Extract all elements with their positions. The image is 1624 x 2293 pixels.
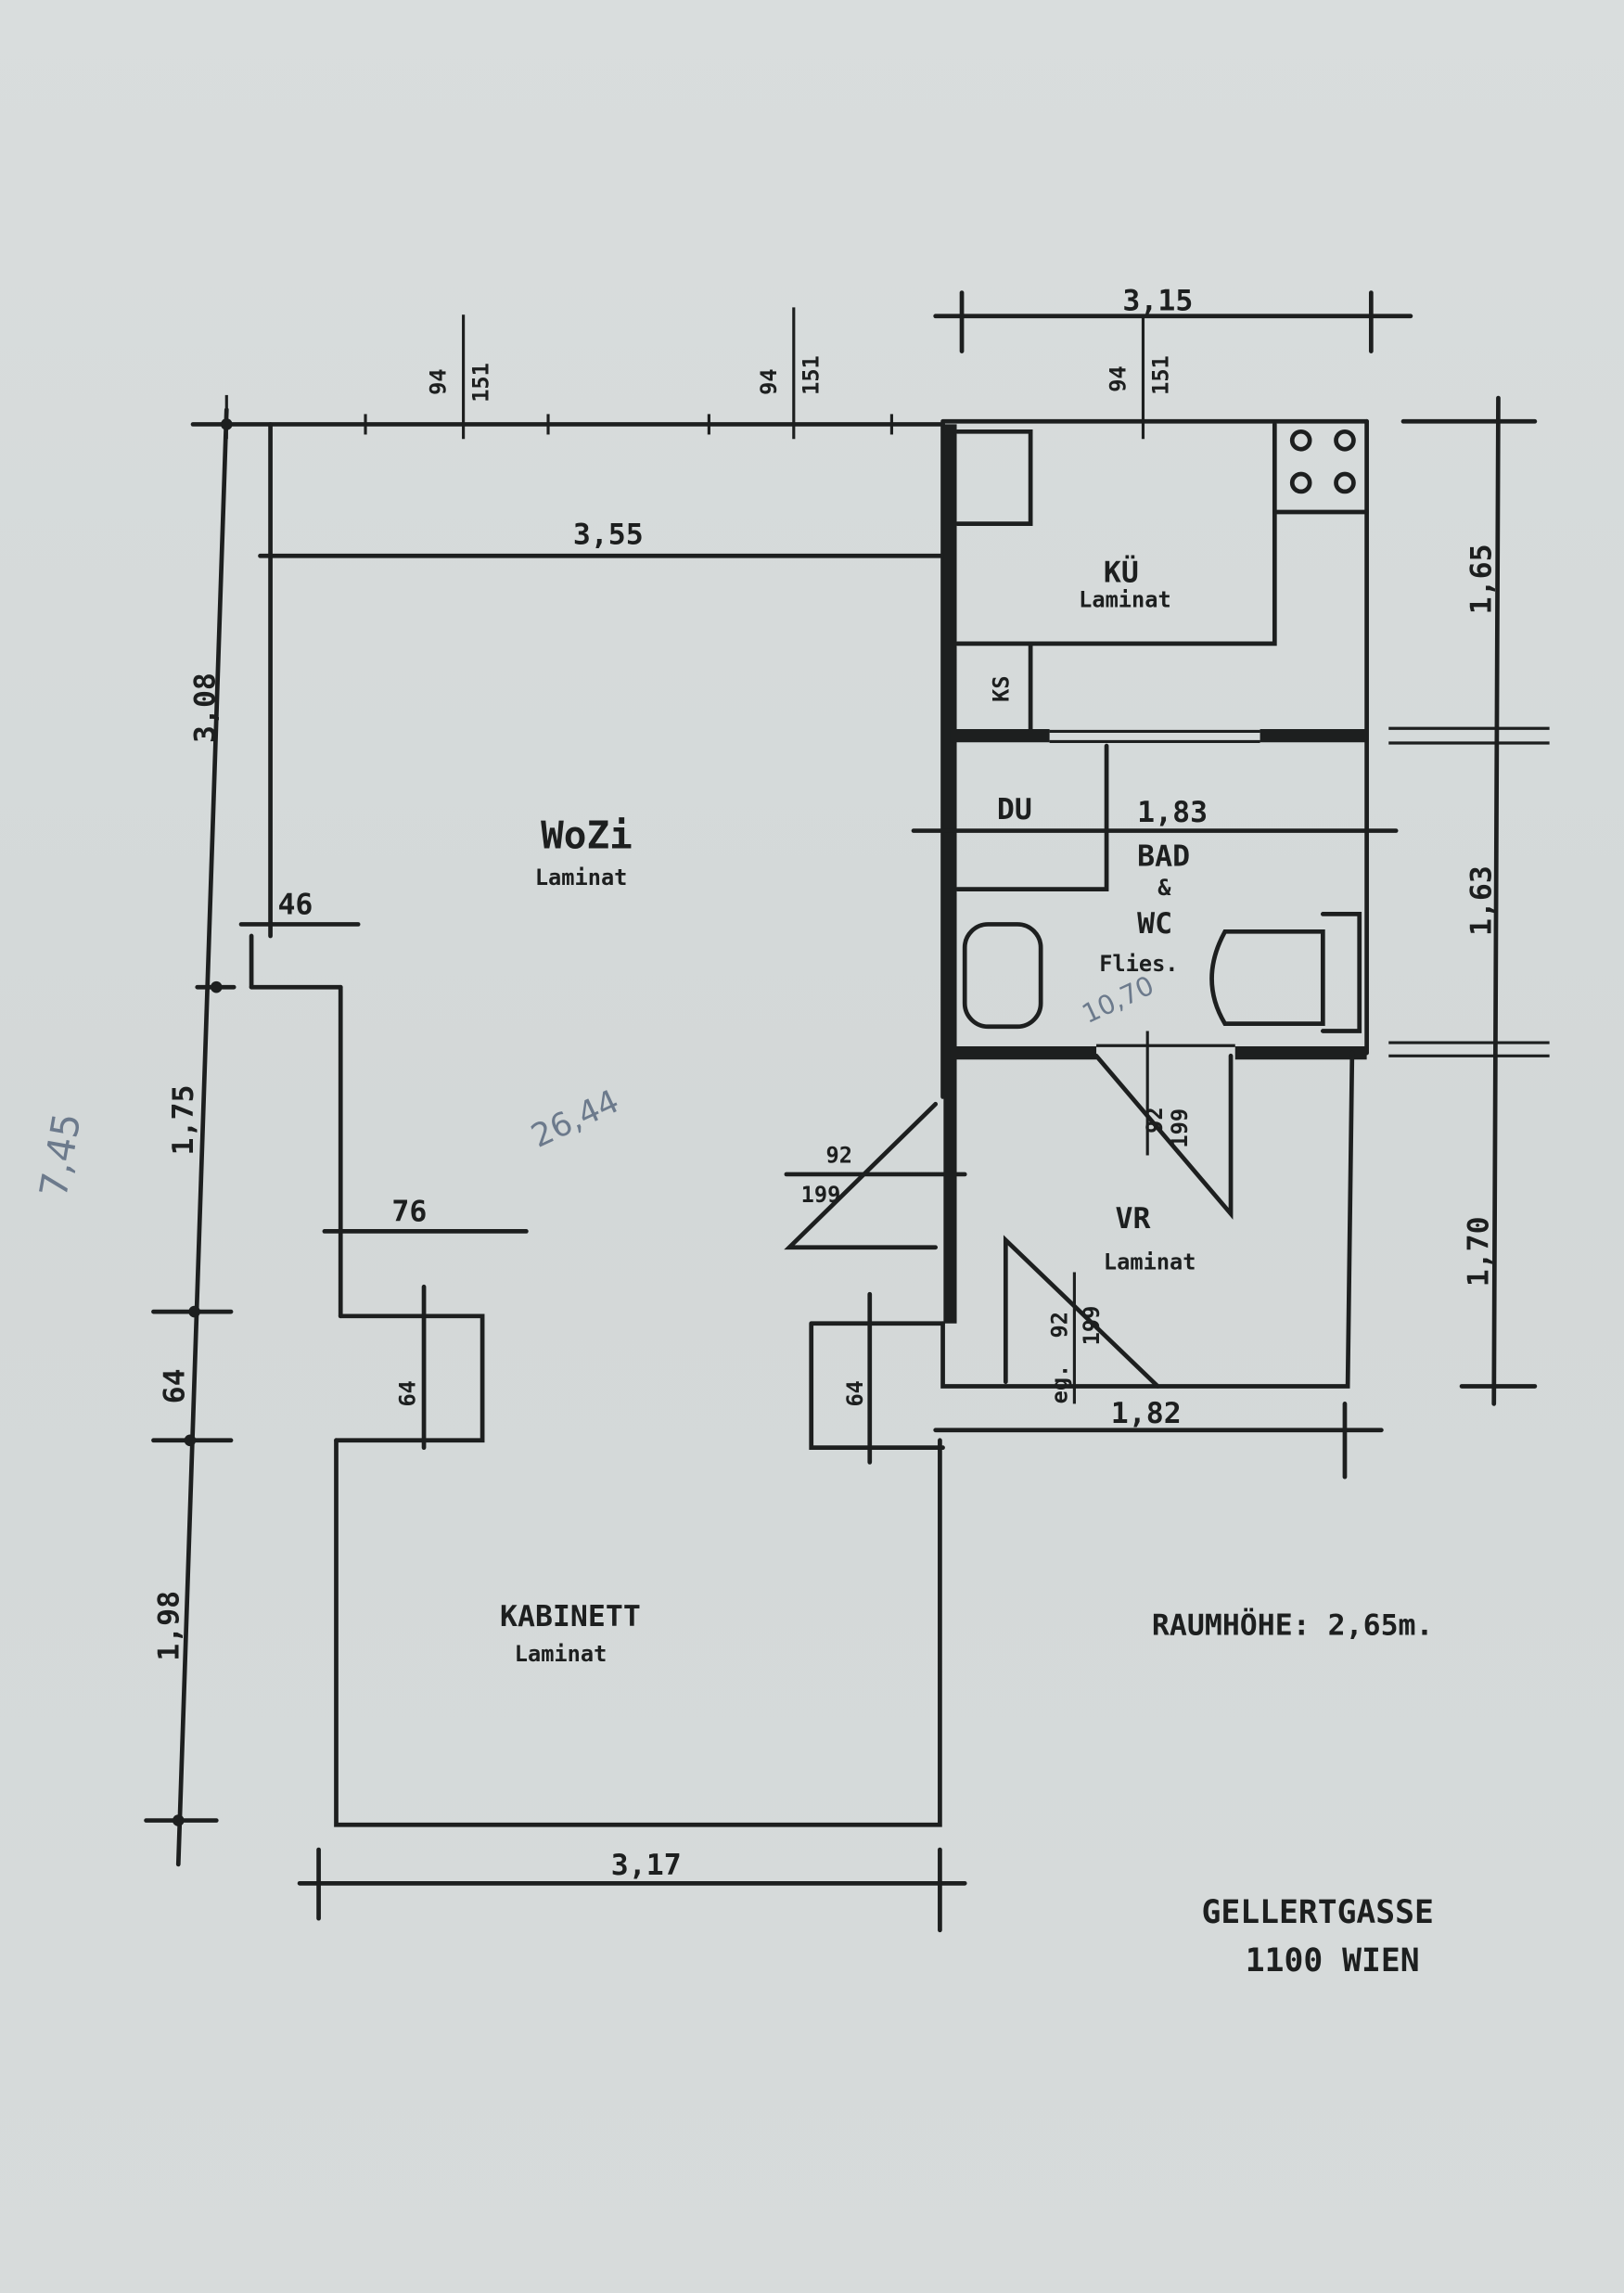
address-street: GELLERTGASSE <box>1202 1894 1434 1931</box>
window-2-height: 151 <box>799 355 825 395</box>
top-wall <box>190 307 1369 440</box>
dim-46: 46 <box>277 888 313 921</box>
bad-amp: & <box>1157 875 1171 901</box>
dim-1-63: 1,63 <box>1465 865 1499 936</box>
opening-box: 64 <box>809 1291 945 1465</box>
room-wozi: 3,55 WoZi Laminat 46 76 26,44 <box>238 422 953 1319</box>
ks-label: KS <box>988 675 1014 701</box>
dim-1-83: 1,83 <box>1137 796 1208 829</box>
dim-1-82: 1,82 <box>1111 1397 1182 1430</box>
pencil-bad-area: 10,70 <box>1078 970 1159 1030</box>
right-dimension-chain: 1,65 1,63 1,70 <box>1388 395 1550 1406</box>
kabinett-floor: Laminat <box>515 1641 607 1667</box>
du-label: DU <box>997 793 1032 826</box>
bad-floor: Flies. <box>1099 951 1178 977</box>
door-width: 92 <box>825 1142 851 1168</box>
vr-name: VR <box>1116 1202 1151 1236</box>
window-3-width: 94 <box>1106 365 1132 391</box>
dim-1-98: 1,98 <box>152 1591 185 1661</box>
wozi-name: WoZi <box>541 813 633 857</box>
dim-3-17: 3,17 <box>611 1849 682 1882</box>
pillar: 64 <box>334 1284 485 1451</box>
room-vr: 92 199 VR Laminat 92 199 eg. 1,82 <box>933 1031 1384 1480</box>
window-1-width: 94 <box>426 368 452 394</box>
bad-wc: WC <box>1137 907 1172 941</box>
dim-1-70: 1,70 <box>1462 1216 1495 1287</box>
pencil-total: 7,45 <box>31 1109 89 1200</box>
left-dimension-chain: 3,08 1,75 64 1,98 7,45 <box>31 407 237 1867</box>
kueche-floor: Laminat <box>1079 586 1171 612</box>
dim-pillar-64: 64 <box>395 1380 421 1406</box>
dim-opening-64: 64 <box>842 1380 868 1406</box>
pencil-wozi-area: 26,44 <box>526 1083 625 1156</box>
door-bad-width: 92 <box>1142 1107 1168 1133</box>
door-entry-height: 199 <box>1079 1306 1105 1346</box>
window-1-height: 151 <box>467 363 493 403</box>
dim-76: 76 <box>391 1195 427 1228</box>
dim-1-65: 1,65 <box>1465 544 1499 614</box>
toilet-icon <box>1209 912 1362 1033</box>
door-height: 199 <box>801 1182 841 1208</box>
room-height-note: RAUMHÖHE: 2,65m. <box>1152 1607 1434 1642</box>
window-labels: 94 151 94 151 94 151 <box>426 355 1174 403</box>
door-entry-note: eg. <box>1047 1364 1073 1404</box>
bad-name: BAD <box>1137 839 1190 873</box>
room-kueche: KÜ Laminat KS <box>943 418 1369 1324</box>
room-kabinett: KABINETT Laminat 3,17 <box>297 1438 967 1933</box>
window-2-width: 94 <box>756 368 782 394</box>
dim-1-75: 1,75 <box>167 1085 200 1156</box>
door-entry-width: 92 <box>1047 1312 1073 1338</box>
sink-icon <box>962 922 1043 1030</box>
dim-3-55: 3,55 <box>573 519 644 552</box>
dim-label: 3,15 <box>1122 284 1193 317</box>
vr-floor: Laminat <box>1104 1249 1196 1275</box>
wozi-floor: Laminat <box>535 865 628 890</box>
kueche-name: KÜ <box>1104 555 1139 590</box>
dim-3-08: 3,08 <box>189 673 223 743</box>
door-wozi: 92 199 <box>784 1101 967 1250</box>
dim-left-64: 64 <box>159 1368 192 1403</box>
kabinett-name: KABINETT <box>500 1600 641 1633</box>
door-bad-height: 199 <box>1167 1108 1193 1148</box>
dimension-3-15: 3,15 <box>933 284 1413 353</box>
room-bad: DU 1,83 BAD & WC Flies. 10,70 <box>911 743 1399 1060</box>
address-city: 1100 WIEN <box>1246 1942 1420 1979</box>
window-3-height: 151 <box>1147 355 1173 395</box>
